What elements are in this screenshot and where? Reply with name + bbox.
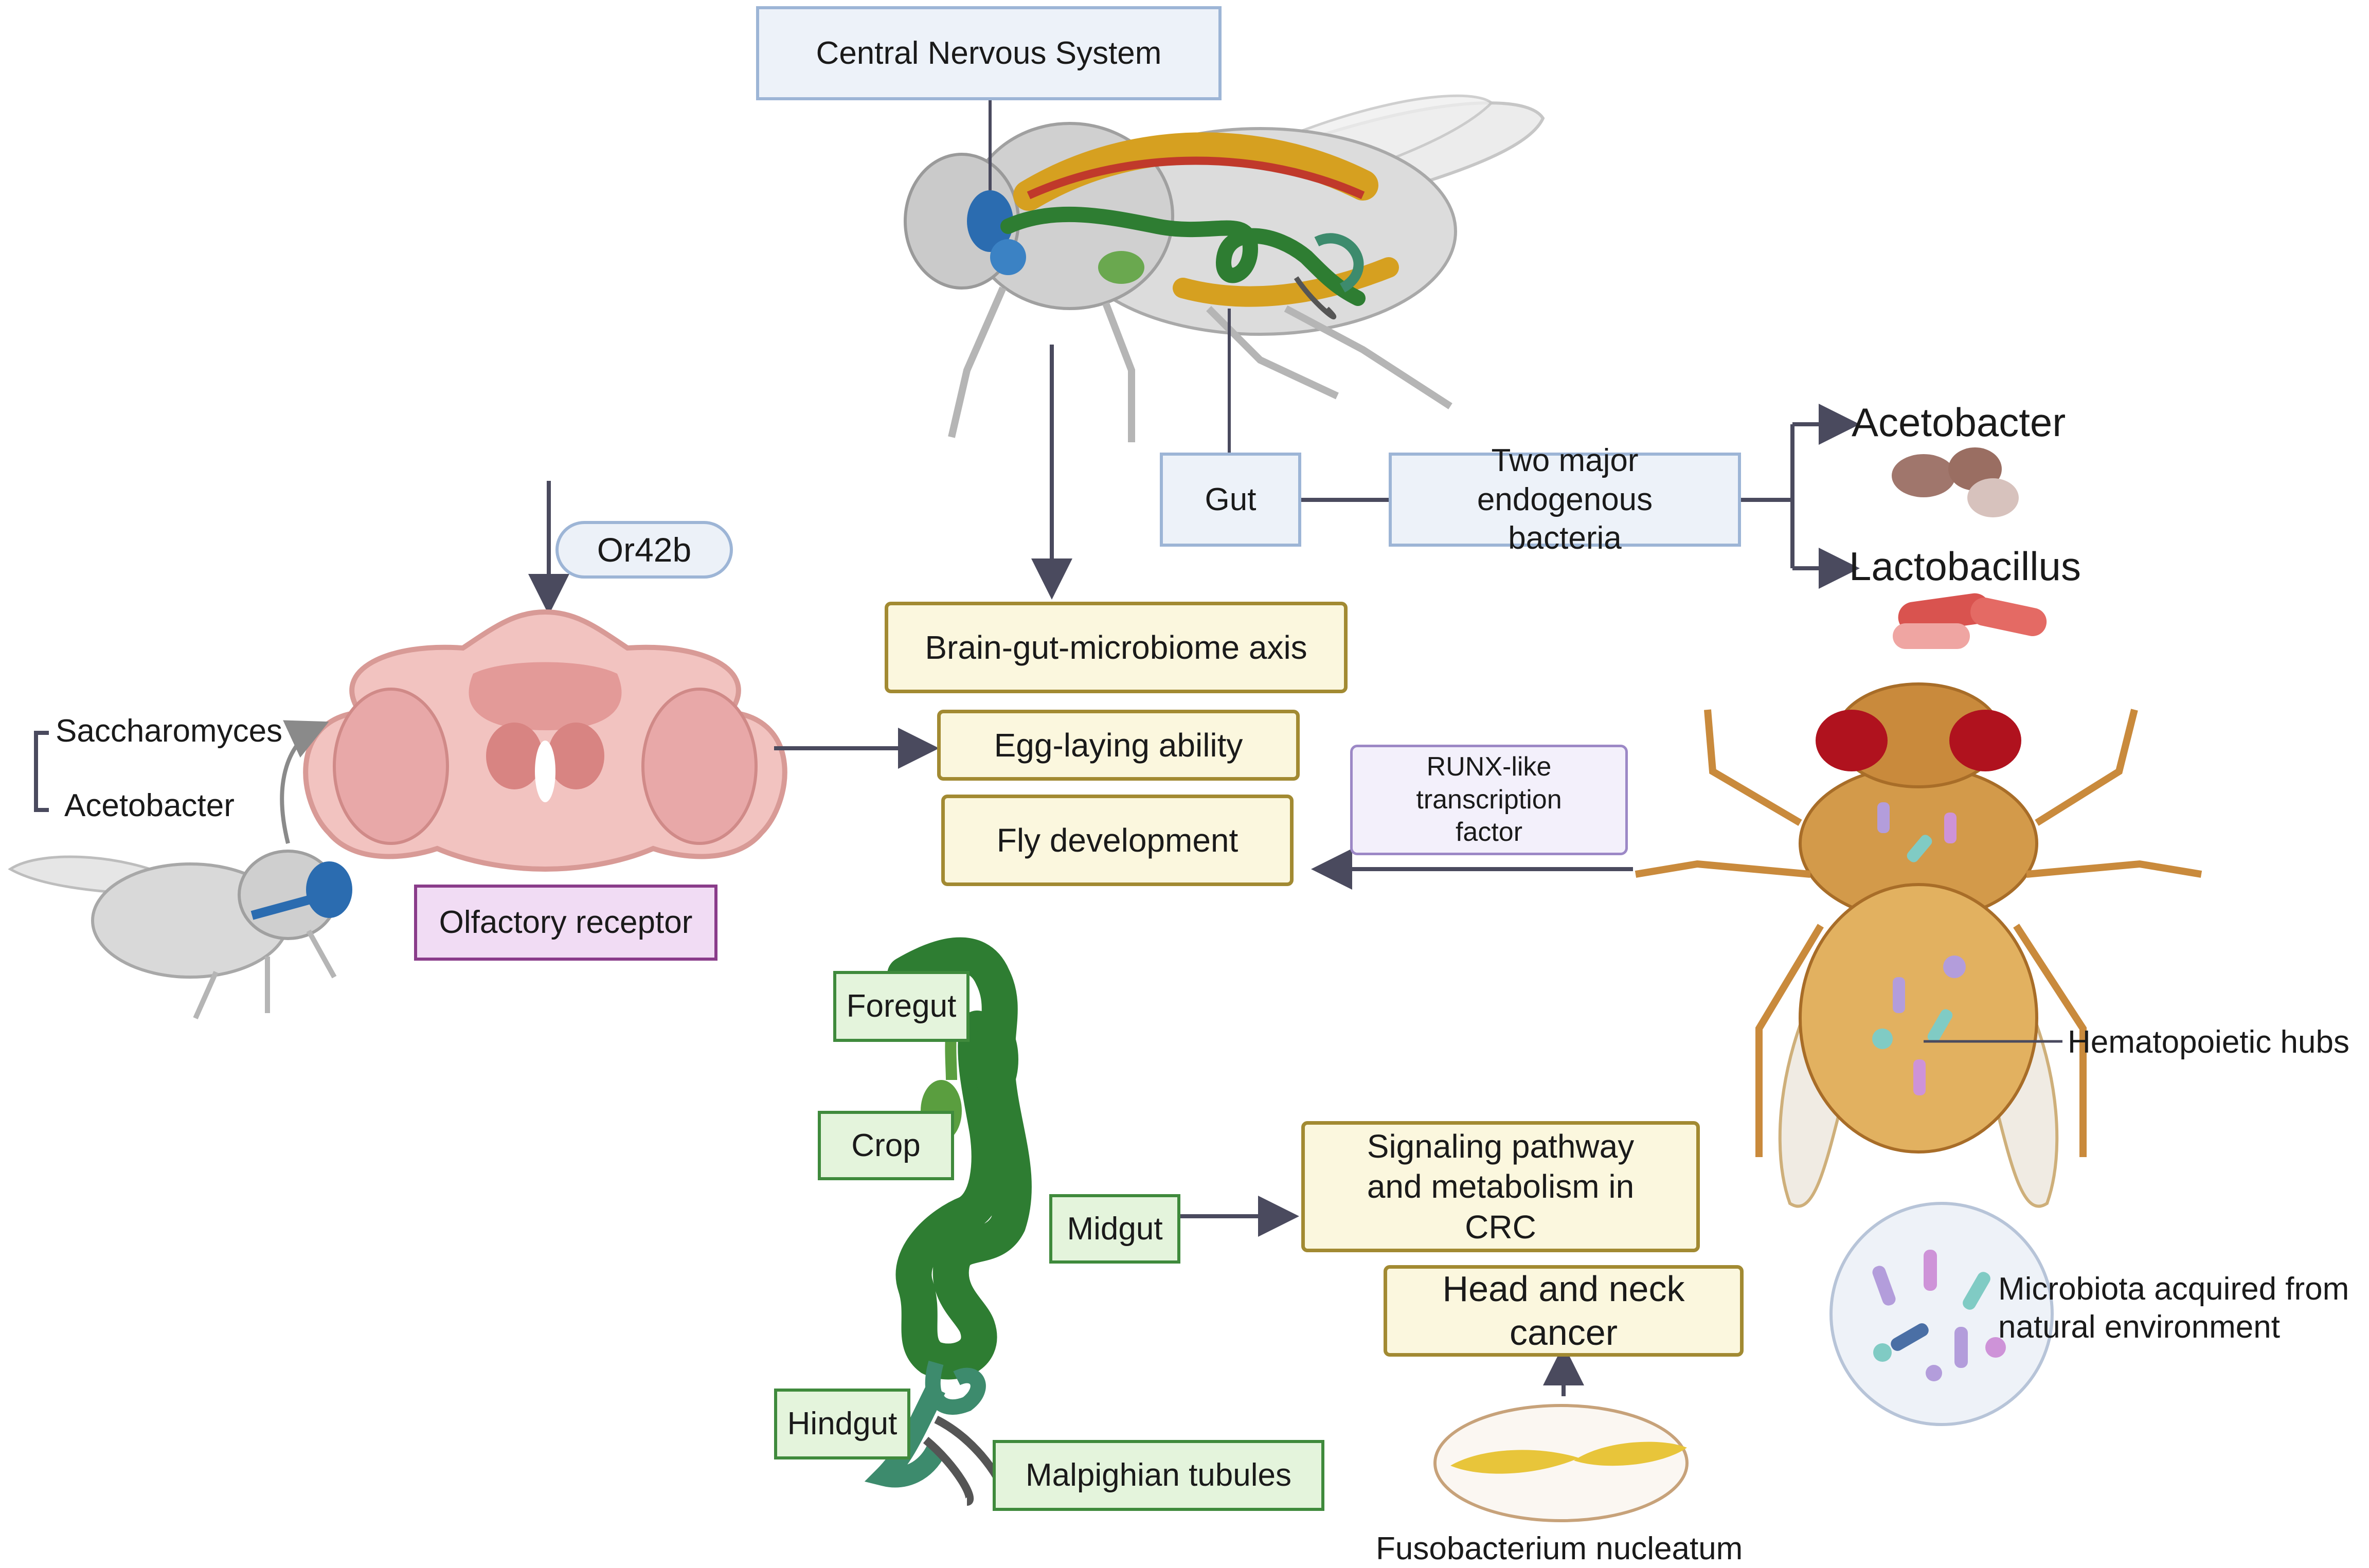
brain-gut-axis-box: Brain-gut-microbiome axis [885, 602, 1348, 693]
crop-box: Crop [818, 1111, 954, 1180]
microbiota-label: Microbiota acquired from natural environ… [1998, 1271, 2349, 1345]
head-neck-box: Head and neck cancer [1384, 1265, 1744, 1357]
or42b-pill: Or42b [555, 521, 733, 579]
foregut-label: Foregut [846, 988, 957, 1024]
microbiota-circle-icon [1829, 1202, 2054, 1426]
runx-label: RUNX-like transcription factor [1416, 752, 1562, 848]
olfactory-receptor-box: Olfactory receptor [414, 885, 717, 961]
small-fly-icon [8, 850, 352, 1020]
central-nervous-system-label: Central Nervous System [816, 35, 1162, 71]
bacteria-bracket [1741, 422, 1846, 570]
head-neck-label: Head and neck cancer [1442, 1268, 1685, 1353]
midgut-label: Midgut [1067, 1211, 1163, 1247]
runx-box: RUNX-like transcription factor [1350, 745, 1628, 855]
acetobacter-left-label: Acetobacter [64, 788, 235, 823]
egg-laying-label: Egg-laying ability [994, 726, 1243, 764]
signaling-label: Signaling pathway and metabolism in CRC [1367, 1128, 1635, 1246]
malpighian-box: Malpighian tubules [993, 1440, 1324, 1511]
egg-laying-box: Egg-laying ability [937, 710, 1300, 781]
brain-gut-axis-label: Brain-gut-microbiome axis [925, 628, 1307, 666]
lactobacillus-label: Lactobacillus [1849, 544, 2081, 589]
left-bracket [34, 731, 49, 812]
fusobacterium-label: Fusobacterium nucleatum [1376, 1531, 1743, 1566]
central-nervous-system-box: Central Nervous System [756, 6, 1222, 100]
arrow-fly-to-brain [280, 720, 329, 844]
two-major-bacteria-label: Two major endogenous bacteria [1477, 443, 1653, 556]
fly-development-box: Fly development [941, 795, 1294, 886]
acetobacter-top-label: Acetobacter [1852, 400, 2066, 445]
malpighian-label: Malpighian tubules [1025, 1457, 1291, 1493]
acetobacter-cells-icon [1892, 447, 2019, 517]
gut-box: Gut [1160, 453, 1301, 547]
fly-development-label: Fly development [996, 821, 1239, 859]
hindgut-label: Hindgut [787, 1406, 898, 1442]
olfactory-receptor-label: Olfactory receptor [439, 905, 693, 941]
fly-side-anatomy-icon [904, 94, 1545, 442]
fly-dorsal-icon [1635, 682, 2202, 1208]
hematopoietic-label: Hematopoietic hubs [2068, 1024, 2349, 1060]
crop-label: Crop [851, 1127, 921, 1163]
or42b-label: Or42b [597, 530, 692, 569]
two-major-bacteria-box: Two major endogenous bacteria [1389, 443, 1741, 556]
saccharomyces-label: Saccharomyces [56, 713, 283, 749]
gut-label: Gut [1205, 481, 1257, 517]
signaling-box: Signaling pathway and metabolism in CRC [1301, 1121, 1700, 1252]
hindgut-box: Hindgut [774, 1389, 910, 1459]
midgut-box: Midgut [1049, 1194, 1180, 1264]
lactobacillus-cells-icon [1893, 593, 2047, 649]
fusobacterium-dish-icon [1433, 1404, 1689, 1522]
fly-brain-icon [303, 609, 787, 872]
foregut-box: Foregut [833, 971, 970, 1042]
